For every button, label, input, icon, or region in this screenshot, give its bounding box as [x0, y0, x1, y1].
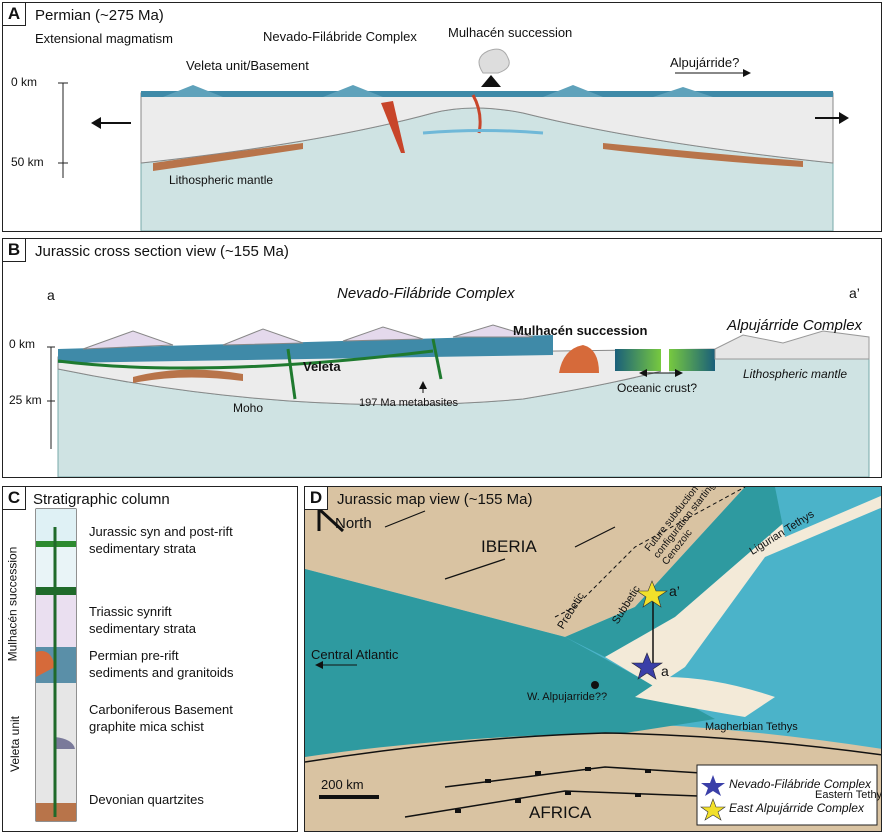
veleta-label: Veleta [303, 359, 341, 374]
unit-carboniferous: Carboniferous Basement graphite mica sch… [89, 702, 233, 734]
nevado-label: Nevado-Filábride Complex [263, 29, 417, 44]
unit-permian: Permian pre-rift sediments and granitoid… [89, 648, 234, 680]
depth-0-label: 0 km [11, 75, 38, 89]
scale-label: 200 km [321, 777, 364, 792]
nevado-label: Nevado-Filábride Complex [337, 285, 515, 302]
metabasites-label: 197 Ma metabasites [359, 397, 459, 409]
iberia-label: IBERIA [481, 537, 537, 556]
unit-triassic: Triassic synrift sedimentary strata [89, 604, 196, 636]
mulhacen-label: Mulhacén succession [448, 25, 573, 40]
jurassic-map [305, 487, 881, 831]
africa-label: AFRICA [529, 803, 592, 822]
moho-label: Moho [233, 401, 264, 415]
central-atlantic-label: Central Atlantic [311, 647, 399, 662]
magherbian-label: Magherbian Tethys [705, 721, 798, 733]
panel-d: D Jurassic map view (~155 Ma) North IBER… [304, 486, 882, 832]
a-label: a [661, 663, 669, 679]
panel-b-title: Jurassic cross section view (~155 Ma) [35, 243, 289, 260]
panel-b-letter: B [3, 239, 26, 262]
panel-c: C Stratigraphic column Mulhacén successi… [2, 486, 298, 832]
a-prime-label: a’ [669, 583, 680, 599]
alpujarride-label: Alpujárride? [670, 55, 740, 70]
panel-d-letter: D [305, 487, 328, 510]
depth-25-label: 25 km [9, 393, 42, 407]
w-alpujarride-label: W. Alpujarride?? [527, 691, 608, 703]
depth-0-label: 0 km [9, 337, 36, 351]
panel-a-letter: A [3, 3, 26, 26]
north-label: North [335, 515, 372, 532]
panel-a-title: Permian (~275 Ma) [35, 7, 164, 24]
unit-jurassic: Jurassic syn and post-rift sedimentary s… [89, 524, 233, 556]
legend-alpujarride: East Alpujárride Complex [729, 801, 864, 815]
panel-c-title: Stratigraphic column [33, 491, 170, 508]
panel-c-letter: C [3, 487, 26, 510]
mantle-label: Lithospheric mantle [743, 367, 848, 381]
panel-b-cross-section [47, 324, 870, 477]
stratigraphic-column [35, 508, 77, 822]
panel-d-title: Jurassic map view (~155 Ma) [337, 491, 533, 508]
side-label-veleta: Veleta unit [8, 715, 23, 773]
veleta-label: Veleta unit/Basement [186, 58, 309, 73]
a-prime-label: a’ [849, 285, 860, 301]
oceanic-label: Oceanic crust? [617, 381, 698, 395]
alpujarride-label: Alpujárride Complex [727, 317, 863, 334]
a-label: a [47, 287, 55, 303]
panel-b: B Jurassic cross section view (~155 Ma) … [2, 238, 882, 478]
side-label-mulhacen: Mulhacén succession [5, 546, 20, 662]
depth-50-label: 50 km [11, 155, 44, 169]
panel-a-cross-section [58, 48, 849, 231]
unit-devonian: Devonian quartzites [89, 792, 204, 807]
legend-nevado: Nevado-Filábride Complex [729, 777, 872, 791]
eastern-tethys-label: Eastern Tethys [815, 789, 882, 801]
mulhacen-label: Mulhacén succession [513, 323, 648, 338]
mantle-label: Lithospheric mantle [169, 173, 274, 187]
panel-a: A Permian (~275 Ma) Extensional magmatis… [2, 2, 882, 232]
panel-a-subtitle: Extensional magmatism [35, 31, 173, 46]
